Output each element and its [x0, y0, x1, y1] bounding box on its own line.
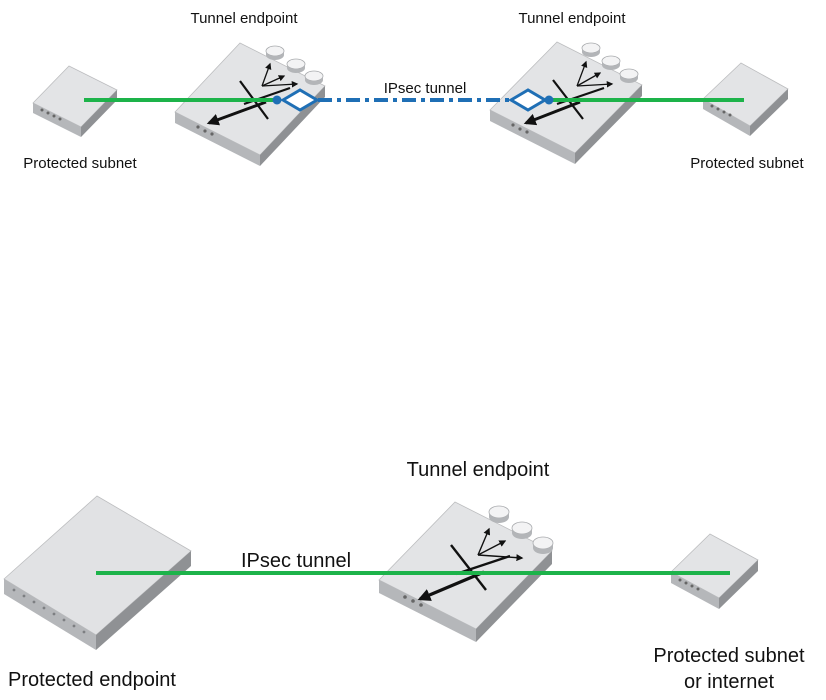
- protected-endpoint-server-icon: [3, 495, 192, 650]
- bottom-tunnel-label: IPsec tunnel: [241, 550, 351, 572]
- bottom-subnet-label-line1: Protected subnet: [653, 645, 805, 667]
- top-right-subnet-label: Protected subnet: [690, 155, 804, 172]
- top-left-subnet-label: Protected subnet: [23, 155, 137, 172]
- bottom-endpoint-label: Tunnel endpoint: [407, 459, 550, 481]
- left-tunnel-diamond-icon: [280, 88, 320, 112]
- bottom-subnet-label-line2: or internet: [684, 671, 774, 693]
- protected-endpoint-label: Protected endpoint: [8, 669, 176, 691]
- right-endpoint-router-icon: [489, 41, 643, 164]
- bottom-subnet-switch-icon: [670, 533, 759, 609]
- right-subnet-switch-icon: [702, 62, 789, 136]
- left-tunnel-port-dot: [272, 95, 282, 105]
- top-right-endpoint-label: Tunnel endpoint: [518, 10, 626, 27]
- right-tunnel-port-dot: [544, 95, 554, 105]
- top-tunnel-label: IPsec tunnel: [384, 80, 467, 97]
- top-left-endpoint-label: Tunnel endpoint: [190, 10, 298, 27]
